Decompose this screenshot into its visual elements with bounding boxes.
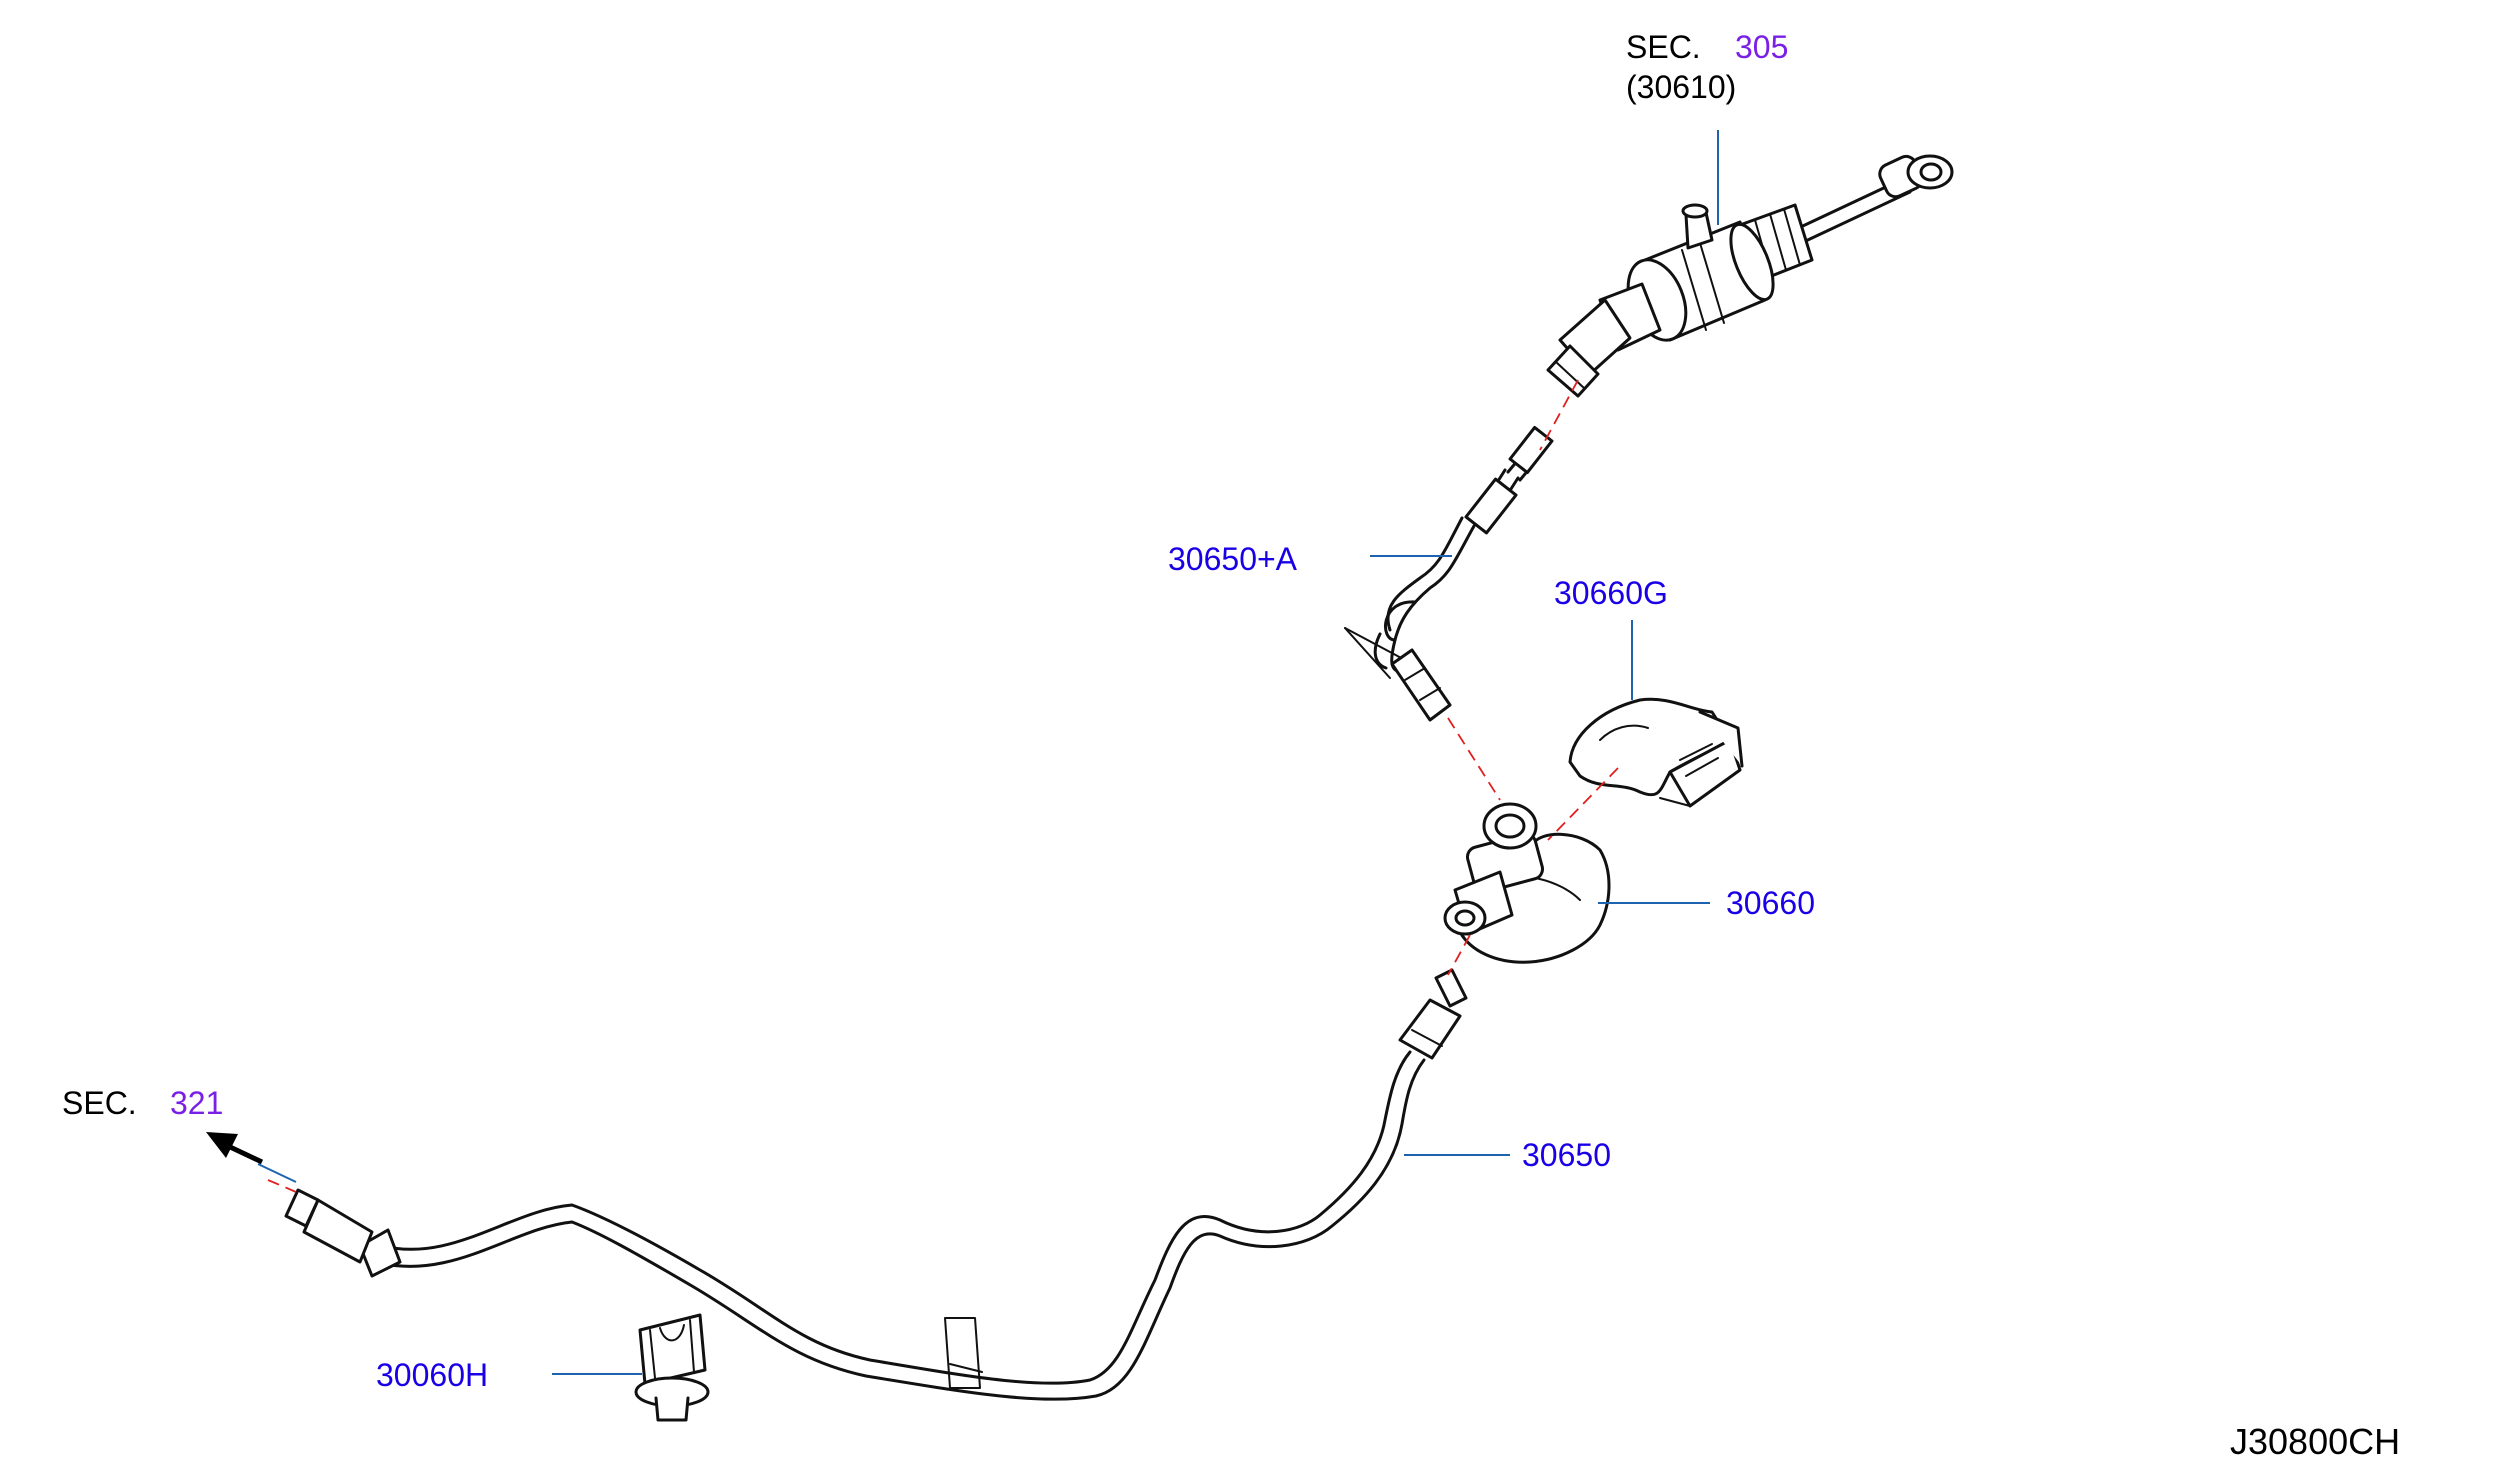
alignment-line-damper-lower	[1447, 934, 1471, 976]
sec-305-sub: (30610)	[1626, 69, 1736, 105]
alignment-line-clip	[1547, 767, 1619, 841]
sec-305-number[interactable]: 305	[1735, 29, 1788, 65]
upper-clutch-pipe[interactable]	[1344, 425, 1554, 722]
leader-sec321	[257, 1163, 297, 1183]
sec-321-number[interactable]: 321	[170, 1085, 223, 1121]
drawing-code: J30800CH	[2230, 1421, 2400, 1462]
part-label-30660[interactable]: 30660	[1726, 885, 1815, 921]
pipe-clamp[interactable]	[634, 1313, 710, 1422]
part-label-30650[interactable]: 30650	[1522, 1137, 1611, 1173]
pipe-clip[interactable]	[1568, 697, 1744, 808]
alignment-line-sec321	[267, 1179, 297, 1193]
arrow-left-icon	[206, 1132, 264, 1165]
main-clutch-pipe[interactable]	[284, 968, 1468, 1401]
clutch-damper[interactable]	[1443, 802, 1611, 964]
part-label-30060h[interactable]: 30060H	[376, 1357, 488, 1393]
sec-321-prefix: SEC.	[62, 1085, 137, 1121]
part-label-30660g[interactable]: 30660G	[1554, 575, 1668, 611]
alignment-line-damper-upper	[1447, 717, 1501, 801]
part-label-30650a[interactable]: 30650+A	[1168, 541, 1298, 577]
alignment-line-master	[1539, 379, 1579, 451]
clutch-master-cylinder[interactable]	[1546, 153, 1954, 398]
sec-305-prefix: SEC.	[1626, 29, 1701, 65]
